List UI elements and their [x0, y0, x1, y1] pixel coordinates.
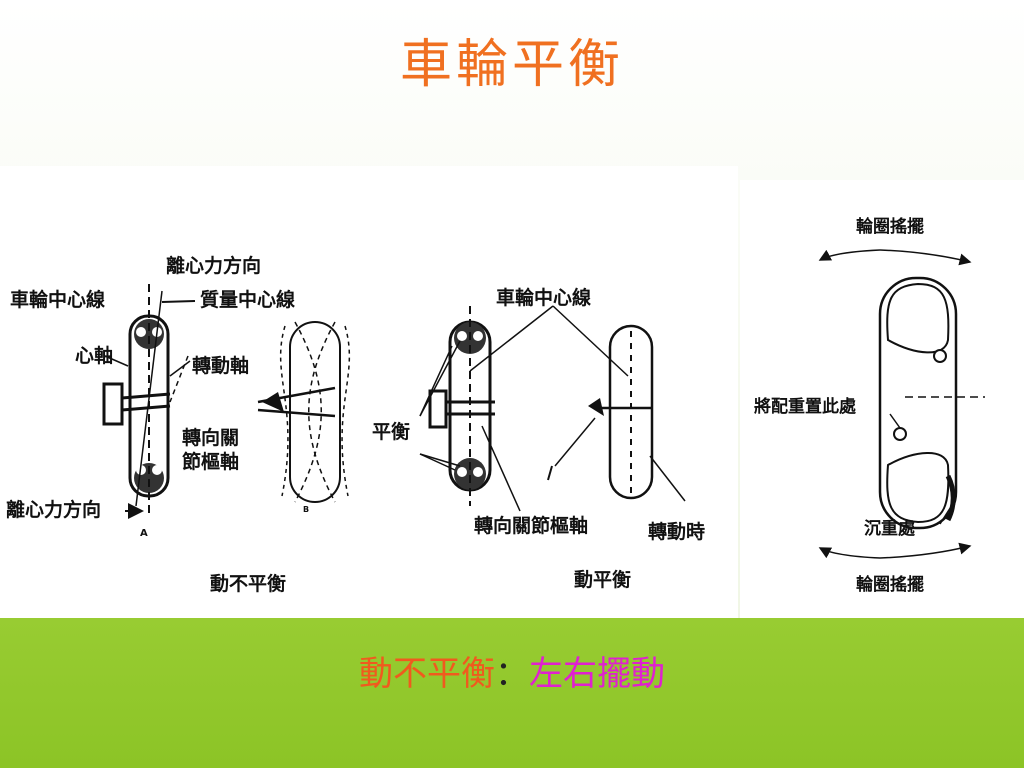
label-balance: 平衡 [372, 420, 410, 443]
caption-imbalance: 動不平衡 [210, 572, 286, 595]
diagram-panel-left: 離心力方向 車輪中心線 質量中心線 心軸 轉動軸 轉向關 節樞軸 離心力方向 A… [0, 166, 738, 618]
label-wheel-center-line: 車輪中心線 [10, 288, 105, 311]
label-mass-center-line: 質量中心線 [200, 288, 295, 311]
slide-title: 車輪平衡 [399, 35, 624, 95]
label-heavy-spot: 沉重處 [864, 518, 916, 539]
label-rim-swing-top: 輪圈搖擺 [856, 216, 924, 237]
label-rotation-axis: 轉動軸 [192, 354, 249, 377]
rim-swing-diagram: 輪圈搖擺 將配重置此處 沉重處 輪圈搖擺 [754, 216, 985, 595]
label-steering-knuckle-pin: 轉向關節樞軸 [474, 514, 588, 537]
imbalance-wheel [102, 284, 196, 519]
label-middle-wheel-center-line: 車輪中心線 [496, 286, 591, 309]
caption-part1: 動不平衡 [359, 654, 495, 694]
imbalance-swept-view [257, 321, 351, 503]
label-rim-swing-bottom: 輪圈搖擺 [856, 574, 924, 595]
label-centrifugal-top: 離心力方向 [166, 254, 261, 277]
caption-part2: 左右擺動 [529, 654, 665, 694]
wheel-balance-diagram: 離心力方向 車輪中心線 質量中心線 心軸 轉動軸 轉向關 節樞軸 離心力方向 A… [6, 254, 705, 595]
caption-separator: ： [495, 654, 529, 694]
label-centrifugal-bottom: 離心力方向 [6, 498, 101, 521]
marker-b: B [303, 505, 309, 514]
label-when-rotating: 轉動時 [648, 521, 705, 543]
label-spindle: 心軸 [75, 344, 113, 367]
diagram-panel-right: 輪圈搖擺 將配重置此處 沉重處 輪圈搖擺 [740, 180, 1024, 618]
label-steering-knuckle: 轉向關 [182, 426, 239, 449]
bottom-band [0, 618, 1024, 768]
balanced-rotating-view [547, 324, 686, 502]
slide-caption: 動不平衡：左右擺動 [0, 646, 1024, 695]
balanced-wheel [419, 305, 629, 512]
caption-balance: 動平衡 [574, 568, 631, 591]
label-steering-knuckle-2: 節樞軸 [182, 450, 239, 473]
marker-a: A [140, 528, 148, 539]
label-place-weight: 將配重置此處 [754, 396, 857, 417]
